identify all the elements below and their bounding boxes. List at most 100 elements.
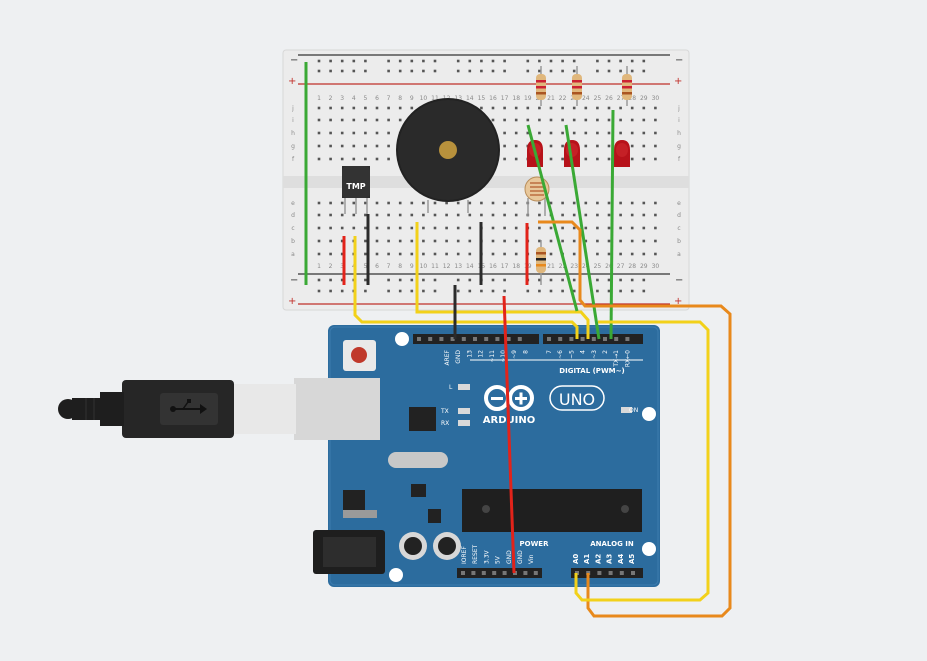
rail-minus-bottom-right: − <box>675 275 683 286</box>
bottom-pin-holes <box>461 571 635 575</box>
column-number-top: 2 <box>329 95 333 102</box>
rail-minus-top-left: − <box>290 55 298 66</box>
resistor-3[interactable] <box>622 66 632 106</box>
column-number-top: 24 <box>582 95 590 102</box>
rx-label: RX <box>441 420 449 427</box>
on-label: ON <box>629 407 638 414</box>
power-pin-label: Vin <box>528 554 535 564</box>
column-number-bottom: 11 <box>431 263 439 270</box>
tx-label: TX <box>440 408 449 415</box>
digital-pin-holes <box>417 337 630 341</box>
reset-button-cap[interactable] <box>351 347 367 363</box>
digital-pin-label: 2 <box>602 350 609 354</box>
wire-yellow-analog[interactable] <box>574 320 710 602</box>
resistor-2[interactable] <box>572 66 582 106</box>
row-letter: g <box>677 143 681 150</box>
digital-pin-label: ~3 <box>591 350 598 359</box>
wire-green-led-1[interactable] <box>526 124 579 312</box>
row-letter: e <box>677 200 681 207</box>
wire-green-led-3[interactable] <box>609 109 615 340</box>
usb-port <box>294 378 380 440</box>
column-number-top: 4 <box>352 95 356 102</box>
column-number-bottom: 21 <box>547 263 555 270</box>
digital-label: DIGITAL (PWM~) <box>559 367 624 375</box>
row-letter: f <box>678 156 681 163</box>
column-number-top: 9 <box>410 95 414 102</box>
column-number-top: 27 <box>617 95 625 102</box>
analog-pin-label: A0 <box>572 554 580 564</box>
column-number-bottom: 17 <box>501 263 509 270</box>
usb-icon <box>170 399 207 414</box>
digital-pin-label: ~5 <box>568 350 575 359</box>
analog-pin-label: A4 <box>617 554 625 564</box>
row-letter: a <box>677 251 681 258</box>
column-number-top: 15 <box>478 95 486 102</box>
led-l-label: L <box>449 384 453 391</box>
column-number-top: 7 <box>387 95 391 102</box>
column-number-top: 29 <box>640 95 648 102</box>
column-number-bottom: 26 <box>605 263 613 270</box>
rail-plus-bottom-right: + <box>674 296 682 307</box>
analog-pin-label: A5 <box>628 554 636 564</box>
digital-pin-label: 8 <box>522 350 529 354</box>
arduino-wires <box>353 109 732 618</box>
column-number-bottom: 6 <box>375 263 379 270</box>
usb-chip <box>409 407 436 431</box>
row-letter: f <box>292 156 295 163</box>
column-number-bottom: 18 <box>512 263 520 270</box>
power-pin-label: 3.3V <box>483 549 490 564</box>
column-number-bottom: 14 <box>466 263 474 270</box>
digital-pin-label: GND <box>455 350 462 364</box>
column-number-bottom: 24 <box>582 263 590 270</box>
digital-pin-label: TX→1 <box>613 350 620 368</box>
row-letter: j <box>677 105 680 112</box>
column-number-bottom: 13 <box>454 263 462 270</box>
header-power <box>457 568 542 578</box>
rail-plus-top-left: + <box>288 76 296 87</box>
column-number-bottom: 5 <box>363 263 367 270</box>
row-letter: i <box>678 117 680 124</box>
atmega-chip <box>462 489 642 532</box>
column-number-bottom: 25 <box>594 263 602 270</box>
digital-pin-label: AREF <box>444 349 451 365</box>
column-number-top: 19 <box>524 95 532 102</box>
row-letter: c <box>291 225 294 232</box>
row-letter: d <box>677 212 681 219</box>
wire-red-5v[interactable] <box>502 295 516 574</box>
column-number-top: 22 <box>559 95 567 102</box>
column-number-bottom: 8 <box>398 263 402 270</box>
wire-green-led-2[interactable] <box>564 124 601 340</box>
header-analog <box>571 568 643 578</box>
rail-plus-top-right: + <box>674 76 682 87</box>
wire-yellow-sensor-signal[interactable] <box>353 236 579 339</box>
row-letter: i <box>292 117 294 124</box>
column-number-top: 13 <box>454 95 462 102</box>
column-number-top: 16 <box>489 95 497 102</box>
column-number-top: 21 <box>547 95 555 102</box>
digital-pin-label: ~6 <box>557 350 564 359</box>
rail-minus-bottom-left: − <box>290 275 298 286</box>
column-number-top: 28 <box>628 95 636 102</box>
voltage-regulator <box>343 490 365 510</box>
column-number-bottom: 27 <box>617 263 625 270</box>
column-number-bottom: 3 <box>340 263 344 270</box>
row-letter: a <box>291 251 295 258</box>
column-number-top: 25 <box>594 95 602 102</box>
wire-orange-ldr-signal[interactable] <box>538 220 732 618</box>
power-pin-label: GND <box>506 550 513 564</box>
power-pin-label: 5V <box>495 555 502 564</box>
usb-cable[interactable] <box>58 378 380 440</box>
resistor-4[interactable] <box>536 240 546 285</box>
resistor-1[interactable] <box>536 66 546 106</box>
column-number-top: 30 <box>652 95 660 102</box>
wire-yellow-buzzer-signal[interactable] <box>415 222 590 339</box>
led-3[interactable] <box>614 140 630 167</box>
column-number-top: 11 <box>431 95 439 102</box>
column-number-bottom: 23 <box>570 263 578 270</box>
analog-pin-label: A1 <box>583 554 591 564</box>
piezo-buzzer[interactable] <box>396 98 500 213</box>
row-letter: e <box>291 200 295 207</box>
temperature-sensor[interactable]: TMP <box>342 166 370 214</box>
